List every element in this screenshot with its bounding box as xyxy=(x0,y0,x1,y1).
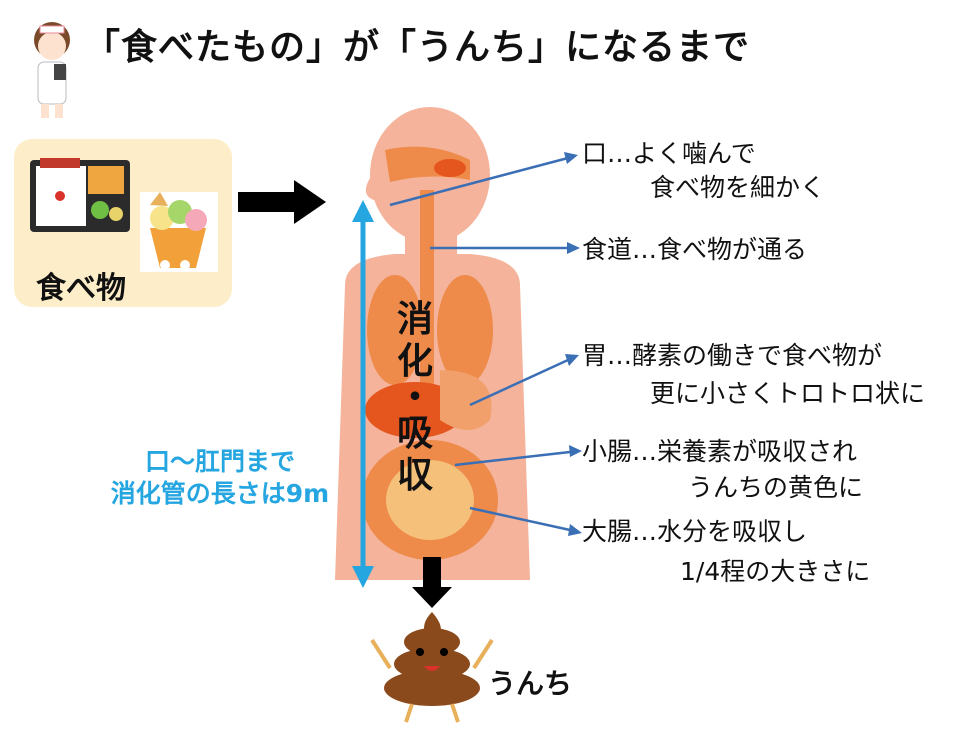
food-to-body-arrow xyxy=(238,180,326,224)
process-char-2: 化 xyxy=(396,341,433,382)
poop-label: うんち xyxy=(488,667,573,700)
stomach-label-line1: 胃…酵素の働きで食べ物が xyxy=(582,341,883,370)
mouth-label-line2: 食べ物を細かく xyxy=(650,173,826,202)
process-char-1: 消 xyxy=(396,299,433,340)
nurse-icon xyxy=(34,22,70,118)
bento-icon xyxy=(30,158,130,232)
organ-pointer-lines xyxy=(389,152,582,536)
esophagus-label: 食道…食べ物が通る xyxy=(582,235,808,264)
small-intestine-label-line2: うんちの黄色に xyxy=(688,473,864,502)
body-to-poop-arrow xyxy=(412,557,452,608)
length-note: 口～肛門まで 消化管の長さは9m xyxy=(70,446,370,510)
poop-icon xyxy=(370,612,494,723)
process-char-3: ・ xyxy=(396,377,433,418)
mouth-label-line1: 口…よく噛んで xyxy=(582,139,756,168)
length-note-line2: 消化管の長さは9m xyxy=(110,479,330,508)
ice-cream-icon xyxy=(140,192,218,272)
large-intestine-label-line2: 1/4程の大きさに xyxy=(680,557,871,586)
small-intestine-label-line1: 小腸…栄養素が吸収され xyxy=(582,437,858,466)
page-title: 「食べたもの」が「うんち」になるまで xyxy=(84,27,751,68)
process-char-5: 収 xyxy=(396,455,433,496)
large-intestine-label-line1: 大腸…水分を吸収し xyxy=(582,517,808,546)
food-label: 食べ物 xyxy=(36,271,126,306)
length-double-arrow xyxy=(352,200,374,588)
organs xyxy=(362,146,498,560)
stomach-label-line2: 更に小さくトロトロ状に xyxy=(650,379,926,408)
process-char-4: 吸 xyxy=(396,413,433,454)
length-note-line1: 口～肛門まで xyxy=(144,447,295,476)
